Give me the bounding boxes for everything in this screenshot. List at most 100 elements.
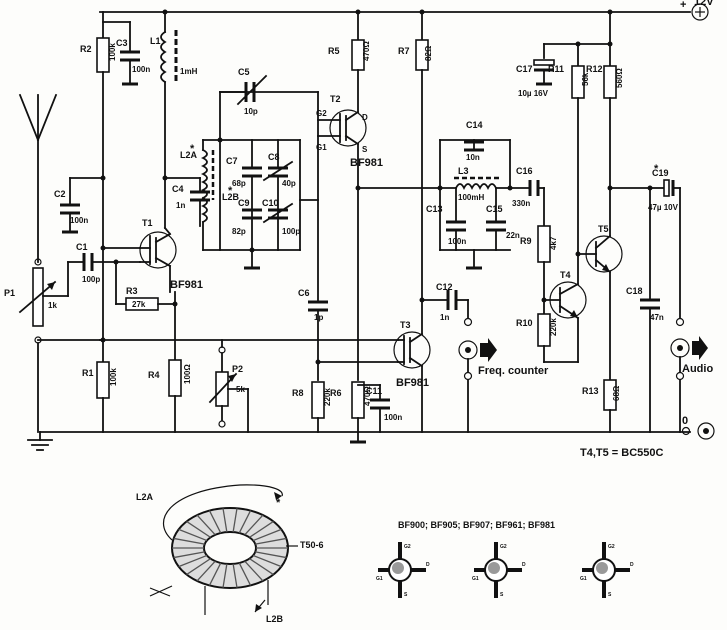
toroid-marker: * [276,497,281,509]
C12-value: 1n [440,313,449,322]
C14-value: 10n [466,153,480,162]
pot-P1: P1 1k [4,258,101,433]
C17-value: 10µ 16V [518,89,549,98]
R3-ref: R3 [126,286,138,296]
C2-ref: C2 [54,189,66,199]
C17-ref: C17 [516,64,533,74]
pinout-title: BF900; BF905; BF907; BF961; BF981 [398,520,555,530]
T2-type: BF981 [350,157,383,169]
R3-value: 27k [132,300,146,309]
C10-ref: C10 [262,198,279,208]
T2-pin-g1: G1 [316,143,327,152]
C5-value: 10p [244,107,258,116]
cap-C5: C5 10p [219,67,268,116]
cap-C19: * C19 47µ 10V [648,163,681,319]
antenna [18,93,58,263]
supply-rail: + 12V [99,0,714,21]
T2-pin-d: D [362,113,368,122]
C19-value: 47µ 10V [648,203,679,212]
C6-value: 1p [314,313,323,322]
ground-terminal[interactable] [697,422,715,440]
mosfet-T3: T3 BF981 [393,320,431,389]
T2-pin-s: S [362,145,368,154]
toroid-turn [208,510,222,534]
toroid-turn [244,514,264,536]
R2-ref: R2 [80,44,92,54]
cap-C3: C3 100n [102,21,150,86]
audio-output[interactable]: Audio [670,317,713,433]
cap-C16: C16 330n [512,166,545,227]
res-R5: R5 470Ω [328,11,371,113]
C3-value: 100n [132,65,150,74]
pinout-pin-label: G2 [404,544,411,550]
R12-ref: R12 [586,64,603,74]
cap-C13: C13 100n [426,187,466,251]
R7-value: 82Ω [424,45,433,61]
C6-ref: C6 [298,288,310,298]
cap-C2: C2 100n [54,177,104,234]
R10-ref: R10 [516,318,533,328]
toroid-turn [249,520,274,538]
R5-value: 470Ω [362,41,371,61]
C2-value: 100n [70,216,88,225]
pot-P2: P2 5k [208,339,249,433]
C4-value: 1n [176,201,185,210]
R6-value: 470Ω [363,386,372,406]
toroid-turn [238,562,252,586]
P2-value: 5k [236,385,245,394]
T3-ref: T3 [400,320,411,330]
res-R2: R2 100k [80,11,117,363]
R1-value: 100k [109,368,118,386]
L1-value: 1mH [180,67,198,76]
cap-C9: C9 82p [232,198,262,236]
C9-value: 82p [232,227,246,236]
pinout-pin-label: D [630,562,634,568]
C19-marker: * [654,163,659,175]
supply-voltage: 12V [694,0,714,8]
freq-counter-output[interactable]: Freq. counter [458,317,549,433]
cap-C15: C15 22n [486,187,520,251]
cap-C6: C6 1p [298,288,328,381]
C4-ref: C4 [172,184,184,194]
mosfet-T1: T1 BF981 [139,218,203,293]
C5-ref: C5 [238,67,250,77]
T4-ref: T4 [560,270,571,280]
supply-terminal[interactable] [691,3,709,21]
C8-ref: C8 [268,152,280,162]
R9-value: 4k7 [549,236,558,250]
C7-value: 68p [232,179,246,188]
supply-plus: + [680,0,686,11]
R8-ref: R8 [292,388,304,398]
res-R12: R12 560Ω [586,11,624,237]
toroid-turn [252,528,282,542]
cap-C14: C14 10n [464,120,484,162]
res-R13: R13 68Ω [582,379,621,433]
P1-value: 1k [48,301,57,310]
T1-ref: T1 [142,218,153,228]
toroid-turn [186,520,211,538]
toroid-turn [255,551,287,559]
pinout-pin-label: D [522,562,526,568]
R4-value: 100Ω [183,364,192,384]
C1-value: 100p [82,275,100,284]
R7-ref: R7 [398,46,410,56]
cap-C11: C11 100n [357,384,402,433]
res-R10: R10 220k [516,313,579,363]
toroid-L2: L2A * T50-6 L2B [136,484,324,624]
toroid-turn [222,508,228,533]
pinout-pin-label: S [404,592,408,598]
audio-label: Audio [682,363,713,375]
toroid-turn [238,510,252,534]
toroid-turn [252,554,282,568]
R13-value: 68Ω [612,385,621,401]
R6-ref: R6 [330,388,342,398]
transistor-note: T4,T5 = BC550C [580,447,664,459]
C19-ref: C19 [652,168,669,178]
pinout-pin-label: G2 [608,544,615,550]
ground-label: 0 [682,415,688,427]
